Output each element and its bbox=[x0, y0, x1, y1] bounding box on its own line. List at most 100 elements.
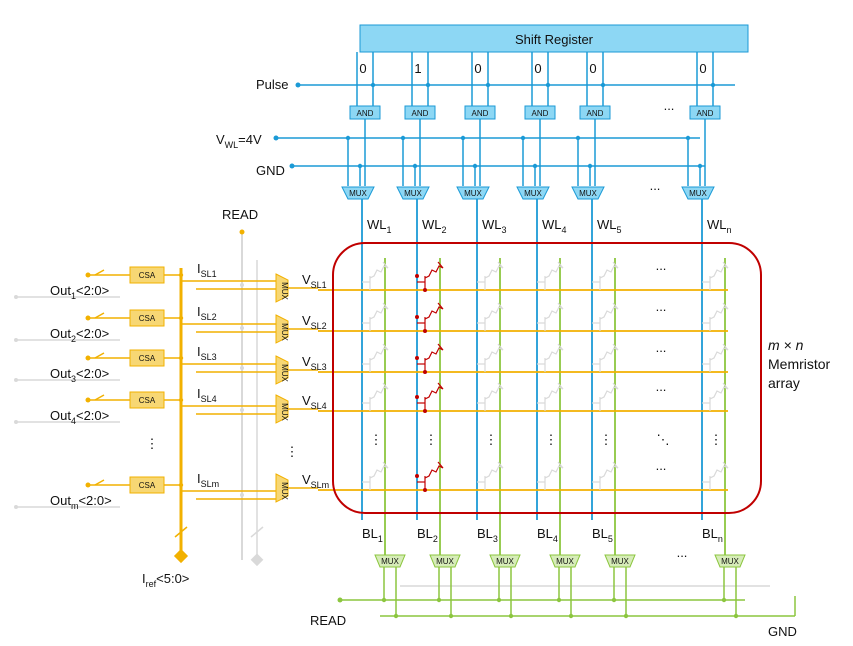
wl-mux bbox=[396, 186, 430, 200]
bl-mux bbox=[374, 554, 406, 568]
memristor bbox=[424, 343, 444, 361]
vwl-label: VWL=4V bbox=[216, 132, 262, 150]
shift-register-bit: 0 bbox=[589, 61, 596, 76]
wl-mux-label: MUX bbox=[349, 189, 367, 198]
array-label-line2: Memristor bbox=[768, 356, 831, 372]
bitline-label: BL2 bbox=[417, 526, 438, 544]
output-label: Out3<2:0> bbox=[50, 366, 109, 384]
bl-mux-label: MUX bbox=[721, 557, 739, 566]
array-ellipsis-h5: ... bbox=[656, 458, 667, 473]
array-ellipsis-h3: ... bbox=[656, 340, 667, 355]
memristor bbox=[599, 302, 619, 320]
and-gate-label: AND bbox=[697, 109, 714, 118]
csa-iref-junction bbox=[178, 272, 184, 278]
wordline-label: WL3 bbox=[482, 217, 507, 235]
csa-switch bbox=[94, 479, 105, 486]
vsl-label: VSLm bbox=[302, 472, 329, 490]
output-terminal bbox=[14, 378, 18, 382]
bl-mux-label: MUX bbox=[436, 557, 454, 566]
wl-mux-label: MUX bbox=[404, 189, 422, 198]
csa-block bbox=[129, 266, 165, 284]
iref-end bbox=[173, 548, 189, 564]
memristor bbox=[369, 343, 389, 361]
read-left-label: READ bbox=[222, 207, 258, 222]
memristor bbox=[484, 302, 504, 320]
memristor bbox=[599, 382, 619, 400]
wl-mux-label: MUX bbox=[689, 189, 707, 198]
pulse-junction bbox=[710, 82, 716, 88]
bl-gnd-junction bbox=[568, 613, 574, 619]
wl-mux bbox=[456, 186, 490, 200]
and-gate bbox=[689, 105, 721, 120]
iref-slash bbox=[174, 526, 188, 538]
vwl-junction bbox=[685, 135, 691, 141]
read-left-end bbox=[250, 553, 264, 567]
memristor bbox=[544, 302, 564, 320]
array-ellipsis-v: ⋮ bbox=[370, 432, 383, 447]
output-label: Out2<2:0> bbox=[50, 326, 109, 344]
bl-gnd-junction bbox=[508, 613, 514, 619]
array-label-line1: m × n bbox=[768, 337, 804, 353]
array-ellipsis-h4: ... bbox=[656, 379, 667, 394]
bl-mux bbox=[604, 554, 636, 568]
memristor bbox=[544, 343, 564, 361]
sl-mux-label: MUX bbox=[280, 282, 289, 300]
selected-gate-dot bbox=[415, 315, 419, 319]
isl-label: ISL2 bbox=[197, 304, 217, 322]
array-ellipsis-v: ⋮ bbox=[545, 432, 558, 447]
memristor bbox=[424, 382, 444, 400]
vwl-junction bbox=[575, 135, 581, 141]
csa-input-terminal bbox=[85, 315, 91, 321]
array-ellipsis-v: ⋮ bbox=[485, 432, 498, 447]
csa-label: CSA bbox=[139, 314, 156, 323]
read-junction bbox=[240, 326, 244, 330]
gnd-bottom-label: GND bbox=[768, 624, 797, 639]
bl-read-junction bbox=[721, 597, 727, 603]
vwl-terminal bbox=[273, 135, 279, 141]
bl-gnd-junction bbox=[448, 613, 454, 619]
memristor bbox=[544, 261, 564, 279]
array-label-line3: array bbox=[768, 375, 800, 391]
shift-register-bit: 0 bbox=[534, 61, 541, 76]
selected-gate-dot bbox=[415, 395, 419, 399]
bl-read-junction bbox=[556, 597, 562, 603]
read-junction bbox=[240, 283, 244, 287]
pulse-junction bbox=[600, 82, 606, 88]
shift-register-bit: 0 bbox=[359, 61, 366, 76]
sl-mux-label: MUX bbox=[280, 323, 289, 341]
selected-gate-dot bbox=[415, 274, 419, 278]
bl-read-junction bbox=[611, 597, 617, 603]
memristor bbox=[709, 382, 729, 400]
bl-mux bbox=[489, 554, 521, 568]
gnd-junction bbox=[587, 163, 593, 169]
memristor bbox=[709, 302, 729, 320]
selected-cell-dot bbox=[423, 288, 427, 292]
wl-mux-label: MUX bbox=[579, 189, 597, 198]
sl-mux bbox=[275, 355, 289, 385]
sl-mux bbox=[275, 273, 289, 303]
vwl-junction bbox=[345, 135, 351, 141]
wordline-label: WL1 bbox=[367, 217, 392, 235]
memristor bbox=[709, 461, 729, 479]
sl-mux-label: MUX bbox=[280, 403, 289, 421]
pulse-junction bbox=[370, 82, 376, 88]
bl-ellipsis: ... bbox=[677, 545, 688, 560]
mux-ellipsis: ⋮ bbox=[286, 444, 299, 459]
output-label: Out1<2:0> bbox=[50, 283, 109, 301]
csa-iref-junction bbox=[178, 355, 184, 361]
memristor bbox=[544, 382, 564, 400]
memristor bbox=[599, 343, 619, 361]
memristor bbox=[424, 302, 444, 320]
bl-read-junction bbox=[381, 597, 387, 603]
bl-mux-label: MUX bbox=[556, 557, 574, 566]
csa-switch bbox=[94, 394, 105, 401]
wl-mux-label: MUX bbox=[524, 189, 542, 198]
wordline-label: WL4 bbox=[542, 217, 567, 235]
sl-mux bbox=[275, 473, 289, 503]
wl-ellipsis-top: ... bbox=[664, 98, 675, 113]
csa-label: CSA bbox=[139, 396, 156, 405]
output-label: Out4<2:0> bbox=[50, 408, 109, 426]
vsl-label: VSL1 bbox=[302, 272, 327, 290]
bl-mux bbox=[429, 554, 461, 568]
